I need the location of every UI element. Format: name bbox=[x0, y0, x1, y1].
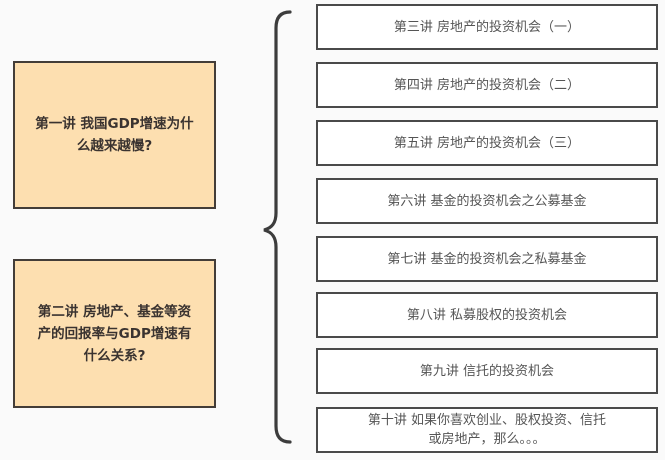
lecture-1-label: 第一讲 我国GDP增速为什么越来越慢? bbox=[35, 116, 194, 154]
lecture-1-box: 第一讲 我国GDP增速为什么越来越慢? bbox=[13, 61, 216, 209]
lecture-8-label: 第八讲 私募股权的投资机会 bbox=[406, 307, 568, 323]
lecture-5-label: 第五讲 房地产的投资机会（三） bbox=[393, 135, 581, 151]
lecture-10-box: 第十讲 如果你喜欢创业、股权投资、信托或房地产，那么。。。 bbox=[316, 407, 658, 453]
lecture-9-box: 第九讲 信托的投资机会 bbox=[316, 348, 658, 394]
lecture-3-box: 第三讲 房地产的投资机会（一） bbox=[316, 4, 658, 50]
lecture-8-box: 第八讲 私募股权的投资机会 bbox=[316, 292, 658, 338]
lecture-6-box: 第六讲 基金的投资机会之公募基金 bbox=[316, 178, 658, 224]
lecture-10-label: 第十讲 如果你喜欢创业、股权投资、信托或房地产，那么。。。 bbox=[367, 413, 607, 447]
lecture-9-label: 第九讲 信托的投资机会 bbox=[419, 363, 555, 379]
lecture-5-box: 第五讲 房地产的投资机会（三） bbox=[316, 120, 658, 166]
lecture-7-label: 第七讲 基金的投资机会之私募基金 bbox=[387, 251, 587, 267]
curly-brace-icon bbox=[263, 10, 292, 444]
lecture-4-box: 第四讲 房地产的投资机会（二） bbox=[316, 62, 658, 108]
lecture-6-label: 第六讲 基金的投资机会之公募基金 bbox=[387, 193, 587, 209]
lecture-3-label: 第三讲 房地产的投资机会（一） bbox=[393, 19, 581, 35]
lecture-2-label: 第二讲 房地产、基金等资产的回报率与GDP增速有什么关系? bbox=[37, 303, 192, 364]
lecture-4-label: 第四讲 房地产的投资机会（二） bbox=[393, 77, 581, 93]
lecture-7-box: 第七讲 基金的投资机会之私募基金 bbox=[316, 236, 658, 282]
lecture-2-box: 第二讲 房地产、基金等资产的回报率与GDP增速有什么关系? bbox=[13, 259, 216, 408]
